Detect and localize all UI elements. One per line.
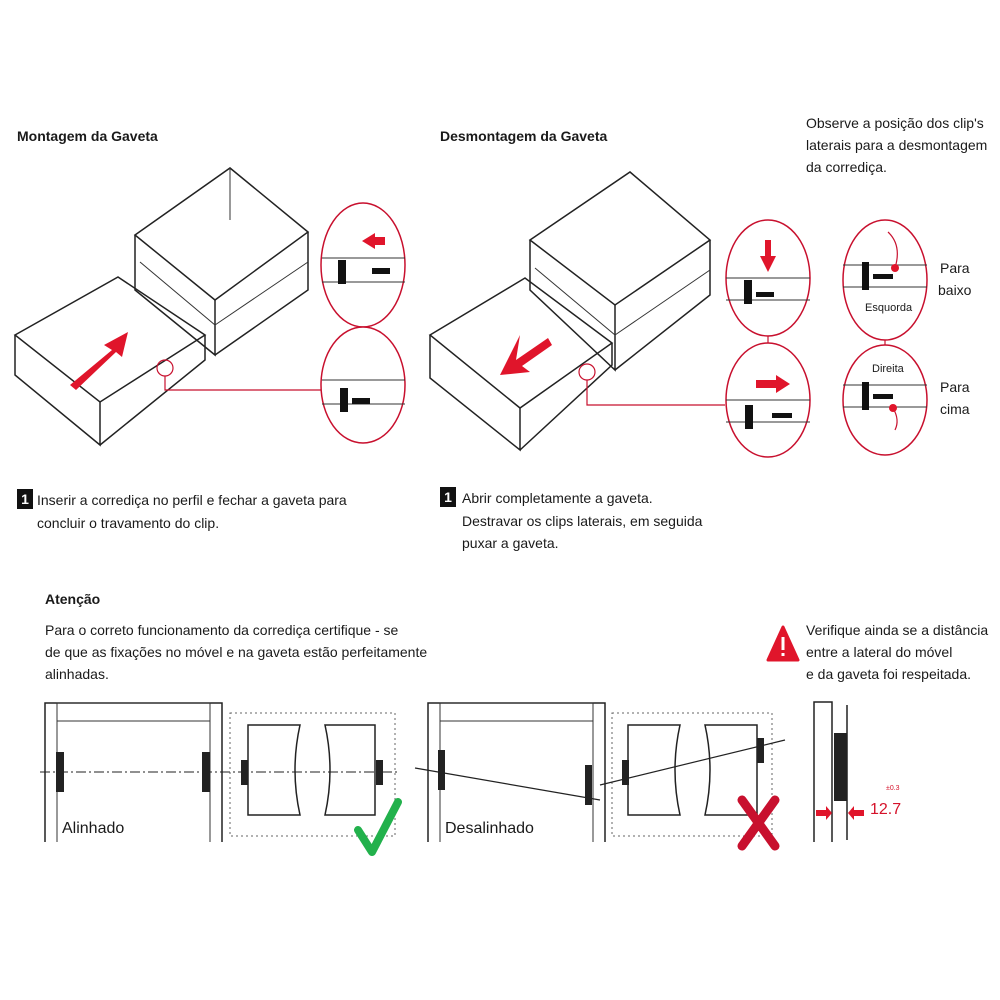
misaligned-diagram <box>414 702 786 851</box>
assembly-drawer <box>13 276 325 447</box>
aligned-diagram <box>40 702 402 856</box>
warning-line-3: e da gaveta foi respeitada. <box>806 666 972 682</box>
disassembly-step-number: 1 <box>440 487 456 507</box>
attention-line-2: de que as fixações no móvel e na gaveta … <box>45 644 428 660</box>
disassembly-cabinet <box>528 171 712 372</box>
distance-diagram <box>813 701 864 842</box>
up-label-1: Para <box>940 379 970 395</box>
disassembly-step-line-1: Abrir completamente a gaveta. <box>462 490 653 506</box>
clip-right-label: Direita <box>872 363 904 375</box>
assembly-step-number: 1 <box>17 489 33 509</box>
disassembly-note-1: Observe a posição dos clip's <box>806 115 984 131</box>
misaligned-label: Desalinhado <box>445 820 534 837</box>
down-label-1: Para <box>940 260 970 276</box>
disassembly-note-3: da corrediça. <box>806 159 887 175</box>
disassembly-note-2: laterais para a desmontagem <box>806 137 988 153</box>
push-arrow-icon <box>70 332 128 390</box>
disassembly-step-line-3: puxar a gaveta. <box>462 535 559 551</box>
check-icon <box>354 798 402 856</box>
assembly-detail-circles <box>320 202 406 444</box>
cross-icon <box>737 795 780 851</box>
assembly-step-line-2: concluir o travamento do clip. <box>37 515 220 531</box>
disassembly-step-line-2: Destravar os clips laterais, em seguida <box>462 513 703 529</box>
assembly-title: Montagem da Gaveta <box>17 128 158 144</box>
up-label-2: cima <box>940 401 970 417</box>
disassembly-title: Desmontagem da Gaveta <box>440 128 608 144</box>
pull-arrow-icon <box>500 335 552 375</box>
attention-title: Atenção <box>45 591 101 607</box>
down-label-2: baixo <box>938 282 972 298</box>
assembly-step-line-1: Inserir a corrediça no perfil e fechar a… <box>37 492 347 508</box>
warning-line-1: Verifique ainda se a distância <box>806 622 989 638</box>
distance-value: 12.7 <box>870 801 902 818</box>
warning-line-2: entre a lateral do móvel <box>806 644 953 660</box>
assembly-cabinet <box>133 167 310 357</box>
warning-icon <box>766 625 800 662</box>
aligned-label: Alinhado <box>62 820 125 837</box>
distance-tolerance: ±0.3 <box>886 785 900 792</box>
attention-line-3: alinhadas. <box>45 666 109 682</box>
disassembly-drawer <box>428 277 725 452</box>
attention-line-1: Para o correto funcionamento da corrediç… <box>45 622 399 638</box>
disassembly-detail-circles <box>725 219 928 458</box>
clip-left-label: Esquorda <box>865 302 913 314</box>
